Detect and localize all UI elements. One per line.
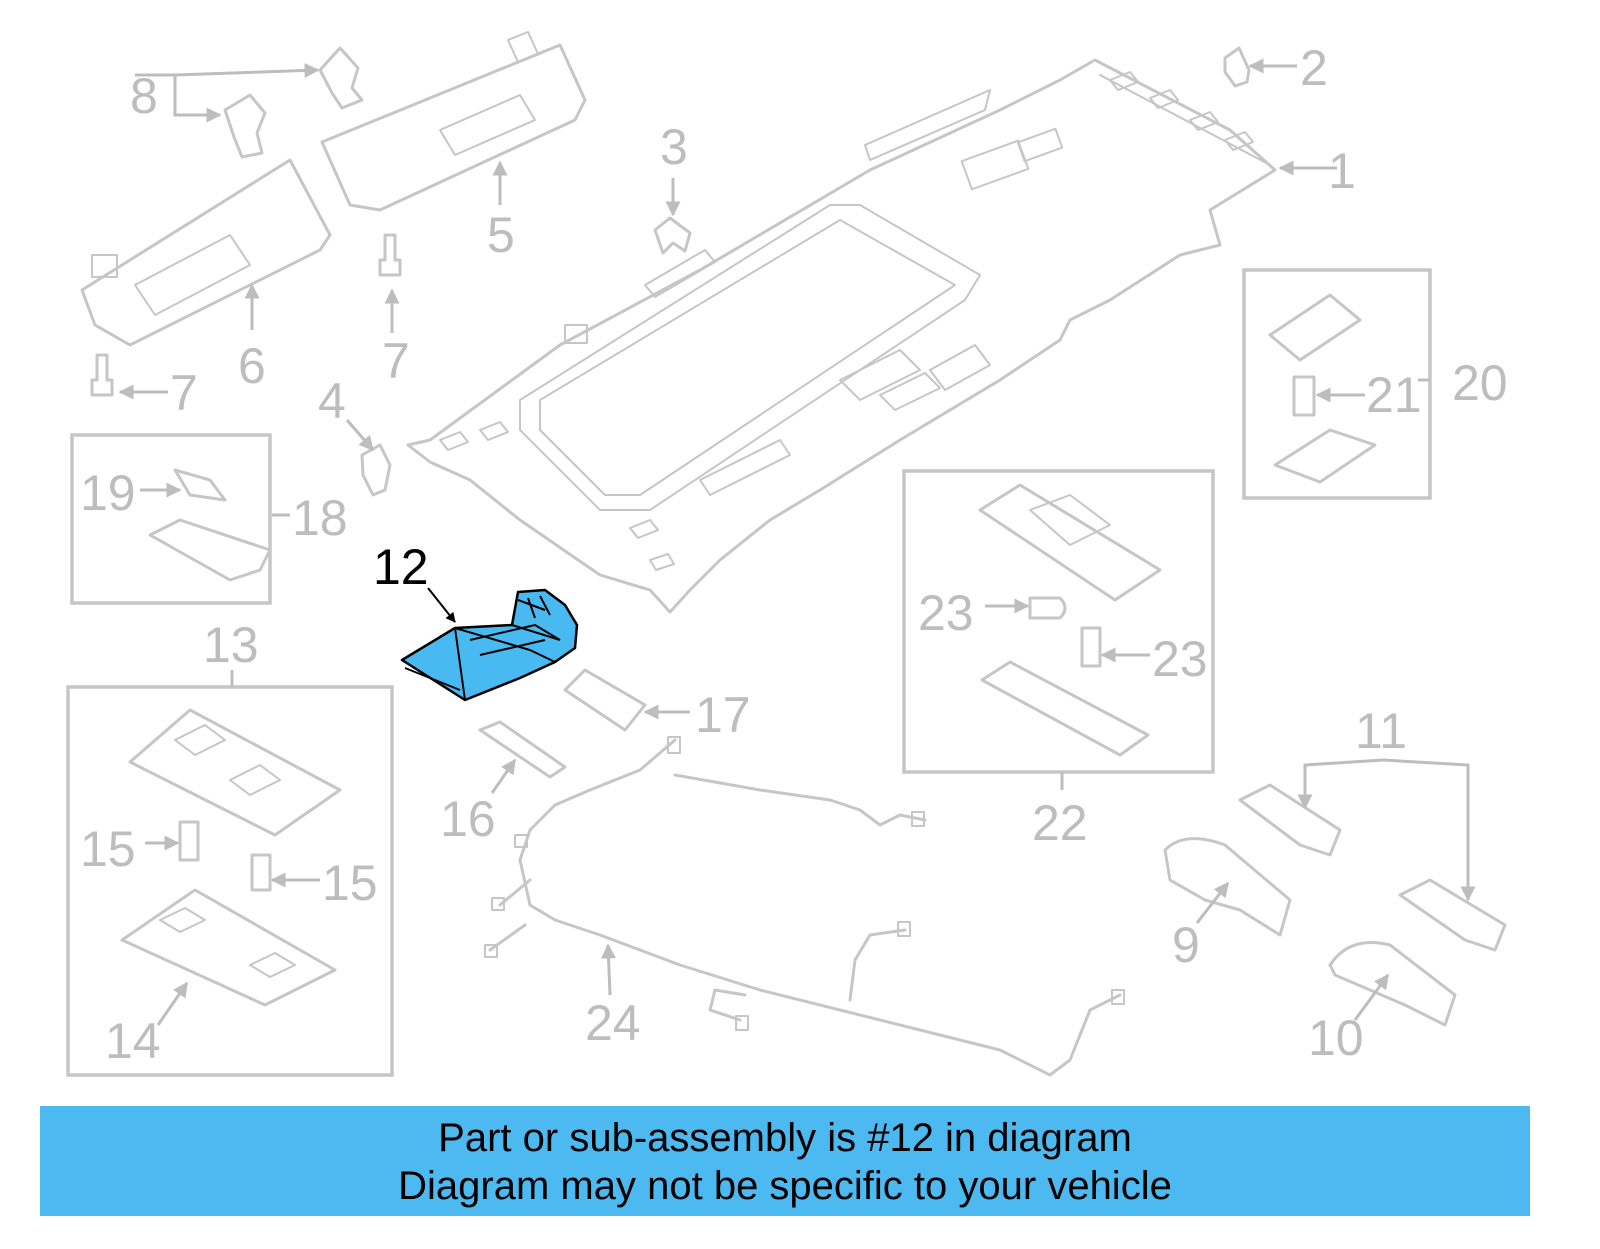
banner-line-1: Part or sub-assembly is #12 in diagram [438, 1116, 1132, 1160]
callout-15a: 15 [80, 821, 136, 877]
bracket-part-11 [1238, 783, 1507, 952]
callout-23a: 23 [918, 585, 974, 641]
callout-9: 9 [1172, 917, 1200, 973]
sun-visor-part-6 [80, 158, 332, 347]
headliner-part [406, 58, 1277, 614]
banner-line-2: Diagram may not be specific to your vehi… [398, 1164, 1172, 1208]
leader-arrow-12 [427, 587, 456, 623]
callout-7b: 7 [170, 365, 198, 421]
clip-part-8 [223, 46, 364, 159]
clip-part-2 [1223, 46, 1251, 88]
lens-part-17 [563, 668, 647, 732]
group-box-20 [1242, 268, 1432, 500]
callout-16: 16 [440, 791, 496, 847]
lens-part-16 [478, 720, 567, 779]
callout-15b: 15 [322, 855, 378, 911]
callout-12: 12 [373, 539, 429, 595]
callout-1: 1 [1328, 143, 1356, 199]
wire-harness-part-24 [484, 736, 1125, 1077]
callout-8: 8 [130, 68, 158, 124]
clip-part-4 [360, 443, 392, 497]
callout-3: 3 [660, 119, 688, 175]
info-banner: Part or sub-assembly is #12 in diagram D… [40, 1106, 1530, 1216]
clip-part-3 [653, 216, 692, 255]
callout-22: 22 [1032, 795, 1088, 851]
group-box-22 [902, 469, 1215, 774]
callout-14: 14 [105, 1013, 161, 1069]
callout-7a: 7 [382, 333, 410, 389]
callout-17: 17 [695, 687, 751, 743]
callout-11: 11 [1355, 703, 1407, 759]
callout-23b: 23 [1152, 631, 1208, 687]
callout-19: 19 [80, 465, 136, 521]
sun-visor-part-5 [320, 31, 587, 212]
callout-6: 6 [238, 338, 266, 394]
group-box-13 [66, 685, 394, 1077]
callout-24: 24 [585, 995, 641, 1051]
callout-5: 5 [487, 207, 515, 263]
callout-18: 18 [292, 490, 348, 546]
group-box-18 [70, 433, 272, 605]
callout-20: 20 [1452, 355, 1508, 411]
bolt-part-7b [90, 353, 114, 397]
callout-2: 2 [1300, 40, 1328, 96]
callout-13: 13 [203, 617, 259, 673]
callout-21: 21 [1366, 367, 1422, 423]
bolt-part-7a [378, 233, 402, 277]
leader-arrows [118, 58, 1476, 1026]
callout-10: 10 [1308, 1010, 1364, 1066]
highlighted-part-12 [400, 588, 579, 702]
grab-handle-part-10 [1328, 941, 1457, 1027]
callout-4: 4 [318, 373, 346, 429]
